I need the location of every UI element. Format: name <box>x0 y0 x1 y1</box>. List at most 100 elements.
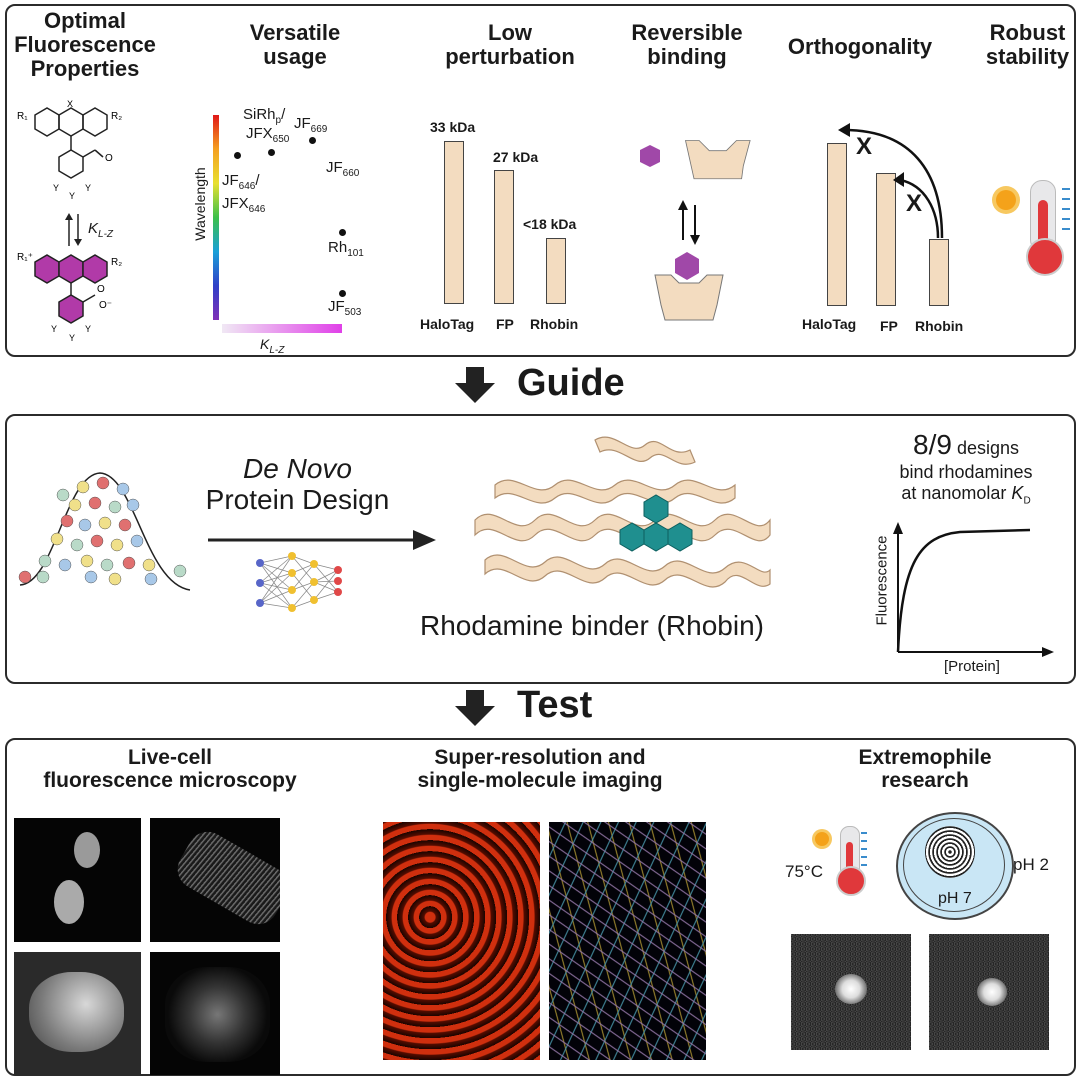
block-mark-2: X <box>906 190 923 217</box>
dna-tangle-icon <box>925 826 975 878</box>
de-novo-title: De Novo Protein Design <box>205 453 390 515</box>
design-arrow <box>208 530 436 550</box>
dye-dot-rh101 <box>339 229 346 236</box>
thermometer-column-small <box>846 842 853 878</box>
wavelength-axis-label: Wavelength <box>192 167 208 241</box>
ortho-rhobin-label: Rhobin <box>915 318 964 334</box>
svg-text:Y: Y <box>85 324 91 334</box>
halotag-size-label: 33 kDa <box>430 119 476 135</box>
microscopy-image-network <box>150 952 280 1075</box>
cell-inner-membrane <box>903 818 1005 912</box>
halotag-label: HaloTag <box>420 316 475 332</box>
svg-text:R₂: R₂ <box>111 257 122 268</box>
single-molecule-network-image <box>549 822 706 1060</box>
sun-icon <box>996 190 1016 210</box>
svg-text:Y: Y <box>69 191 75 201</box>
microscopy-image-cell <box>14 952 141 1075</box>
rhobin-size-bar <box>546 238 566 304</box>
dye-label-jf660: JF660 <box>326 159 360 179</box>
rhodamine-structure-closed: R₁ R₂ X O Y Y Y <box>17 99 122 201</box>
dye-label-rh101: Rh101 <box>328 239 364 259</box>
neural-network-icon <box>256 552 342 612</box>
svg-text:X: X <box>67 99 73 109</box>
ortho-halotag-bar <box>827 143 847 306</box>
rhobin-label: Rhodamine binder (Rhobin) <box>420 610 764 641</box>
thermometer-column <box>1038 200 1048 250</box>
fp-label: FP <box>496 316 514 332</box>
svg-text:O: O <box>105 153 113 164</box>
svg-text:Y: Y <box>85 183 91 193</box>
dye-dot-jf503 <box>339 290 346 297</box>
orthogonality-arrows <box>838 123 944 239</box>
guide-arrow-icon <box>466 367 484 383</box>
dye-label-jf646: JF646/ <box>222 172 260 192</box>
svg-text:Y: Y <box>69 333 75 343</box>
dye-label-sirh: SiRhp/ <box>243 106 286 126</box>
svg-text:O: O <box>97 284 105 295</box>
rhobin-size-label: <18 kDa <box>523 216 577 232</box>
ortho-fp-bar <box>876 173 896 306</box>
ortho-fp-label: FP <box>880 318 898 334</box>
fluorescence-axis-label: Fluorescence <box>873 535 891 626</box>
ortho-halotag-label: HaloTag <box>802 316 857 332</box>
dye-label-jfx646: JFX646 <box>222 195 266 215</box>
dye-dot-sirh <box>268 149 275 156</box>
extremophile-image-2 <box>929 934 1049 1050</box>
dye-label-jf503: JF503 <box>328 298 362 318</box>
fp-size-label: 27 kDa <box>493 149 539 165</box>
binding-curve-plot <box>893 522 1054 657</box>
dye-label-jf669: JF669 <box>294 115 328 135</box>
thermometer-bulb <box>1026 238 1064 276</box>
temperature-label: 75°C <box>785 862 823 881</box>
test-label: Test <box>517 684 593 726</box>
svg-text:O⁻: O⁻ <box>99 300 112 311</box>
orthogonality-title: Orthogonality <box>787 34 933 59</box>
rhobin-protein-structure <box>474 436 771 588</box>
block-mark-1: X <box>856 133 873 160</box>
microscopy-image-actin <box>150 818 280 942</box>
equilibrium-arrows <box>65 213 82 246</box>
thermometer-ticks-small <box>861 832 867 868</box>
klz-gradient-axis <box>222 324 342 333</box>
rhodamine-structure-open: R₁⁺ R₂ O O⁻ Y Y Y <box>17 252 122 343</box>
ph-inside-label: pH 7 <box>938 890 972 907</box>
super-resolution-mito-image <box>383 822 540 1060</box>
distribution-sampling-diagram <box>18 472 191 591</box>
dye-dot-jf646 <box>234 152 241 159</box>
rhobin-label: Rhobin <box>530 316 579 332</box>
test-arrow-icon <box>466 690 484 706</box>
ph-outside-label: pH 2 <box>1013 855 1049 874</box>
guide-label: Guide <box>517 362 625 404</box>
binding-stat-text: 8/9 designs bind rhodamines at nanomolar… <box>899 429 1033 507</box>
fp-size-bar <box>494 170 514 304</box>
protein-axis-label: [Protein] <box>944 658 1000 675</box>
klz-axis-label: KL-Z <box>260 336 285 356</box>
halotag-size-bar <box>444 141 464 304</box>
svg-text:Y: Y <box>51 324 57 334</box>
svg-text:R₁: R₁ <box>17 111 28 122</box>
svg-text:R₂: R₂ <box>111 111 122 122</box>
microscopy-image-nuclei <box>14 818 141 942</box>
reversible-binding-diagram <box>640 140 751 321</box>
svg-text:R₁⁺: R₁⁺ <box>17 252 33 263</box>
test-arrow-head <box>455 706 495 726</box>
dye-label-jfx650: JFX650 <box>246 125 290 145</box>
extremophile-image-1 <box>791 934 911 1050</box>
guide-arrow-head <box>455 383 495 403</box>
thermometer-ticks <box>1062 188 1070 238</box>
ortho-rhobin-bar <box>929 239 949 306</box>
svg-text:Y: Y <box>53 183 59 193</box>
klz-label: KL-Z <box>88 220 114 240</box>
wavelength-gradient-axis <box>213 115 219 320</box>
dye-dot-jf669 <box>309 137 316 144</box>
thermometer-bulb-small <box>836 866 866 896</box>
sun-icon-small <box>815 832 829 846</box>
